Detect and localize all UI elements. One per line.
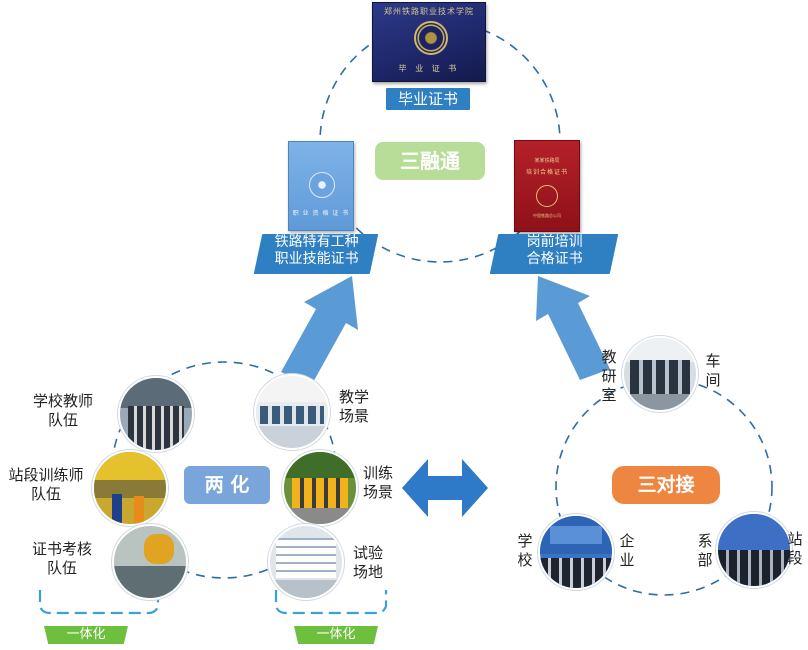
station-label: 站 段 <box>786 530 804 568</box>
vocational-certificate-image: 职 业 资 格 证 书 <box>288 141 354 231</box>
training-scene-photo <box>282 450 358 526</box>
teaching-office-char2: 研 <box>601 367 617 385</box>
training-scene-label: 训练 场景 <box>356 464 400 502</box>
school-char2: 校 <box>517 551 533 569</box>
department-char1: 系 <box>697 532 713 550</box>
certificate-examiners-line1: 证书考核 <box>31 540 92 558</box>
arrow-right-to-top <box>536 276 610 380</box>
training-label-line1: 岗前培训 <box>526 234 583 250</box>
training-certificate-image: 某某铁路局 培训合格证书 中国铁路总公司 <box>514 140 580 232</box>
integration-tab-left: 一体化 <box>44 626 128 644</box>
three-integration-badge: 三融通 <box>375 142 485 180</box>
enterprise-label: 企 业 <box>618 532 636 570</box>
training-label-line2: 合格证书 <box>526 251 583 267</box>
training-cover-line2: 培训合格证书 <box>525 169 568 176</box>
training-scene-line2: 场景 <box>362 483 393 501</box>
training-scene-line1: 训练 <box>362 464 393 482</box>
certificate-examiners-photo <box>112 524 188 600</box>
station-trainers-photo <box>92 450 168 526</box>
teaching-office-label: 教 研 室 <box>600 348 618 405</box>
railway-logo-icon <box>536 185 558 207</box>
integration-tab-right: 一体化 <box>294 626 378 644</box>
school-emblem-icon <box>414 21 448 55</box>
teaching-scene-photo <box>254 374 330 450</box>
workshop-char2: 间 <box>705 371 721 389</box>
double-arrow <box>402 459 488 517</box>
teaching-scene-line2: 场景 <box>338 407 369 425</box>
certificate-examiners-label: 证书考核 队伍 <box>14 540 110 578</box>
training-label-text: 岗前培训 合格证书 <box>495 234 615 268</box>
vocational-label-line2: 职业技能证书 <box>274 251 359 267</box>
school-teachers-photo <box>118 376 194 452</box>
station-trainers-line2: 队伍 <box>30 485 61 503</box>
station-trainers-line1: 站段训练师 <box>8 466 84 484</box>
test-site-label: 试验 场地 <box>346 544 390 582</box>
vocational-cover-title: 职 业 资 格 证 书 <box>292 210 350 217</box>
bracket-left <box>38 590 160 615</box>
school-teachers-line2: 队伍 <box>47 411 78 429</box>
department-station-photo <box>716 512 792 588</box>
training-cover-line3: 中国铁路总公司 <box>533 213 561 218</box>
teaching-scene-label: 教学 场景 <box>332 388 376 426</box>
graduation-cover-title: 毕 业 证 书 <box>398 64 460 73</box>
graduation-certificate-image: 郑州铁路职业技术学院 毕 业 证 书 <box>372 2 486 82</box>
school-teachers-line1: 学校教师 <box>32 392 93 410</box>
test-site-line2: 场地 <box>352 563 383 581</box>
test-site-line1: 试验 <box>352 544 383 562</box>
national-emblem-icon <box>309 172 335 198</box>
station-char2: 段 <box>787 549 803 567</box>
teaching-office-char3: 室 <box>601 386 617 404</box>
graduation-school-name: 郑州铁路职业技术学院 <box>384 7 474 16</box>
school-char1: 学 <box>517 532 533 550</box>
enterprise-char1: 企 <box>619 532 635 550</box>
workshop-char1: 车 <box>705 352 721 370</box>
department-label: 系 部 <box>696 532 714 570</box>
station-char1: 站 <box>787 530 803 548</box>
certificate-examiners-line2: 队伍 <box>46 559 77 577</box>
teaching-office-char1: 教 <box>601 348 617 366</box>
training-cover-line1: 某某铁路局 <box>534 158 560 164</box>
school-teachers-label: 学校教师 队伍 <box>12 392 114 430</box>
test-site-photo <box>268 524 344 600</box>
graduation-label-text: 毕业证书 <box>397 90 458 108</box>
teaching-scene-line1: 教学 <box>338 388 369 406</box>
bracket-right <box>274 590 388 615</box>
workshop-label: 车 间 <box>704 352 722 390</box>
vocational-label-text: 铁路特有工种 职业技能证书 <box>259 234 375 268</box>
station-trainers-label: 站段训练师 队伍 <box>0 466 92 504</box>
department-char2: 部 <box>697 551 713 569</box>
school-label: 学 校 <box>516 532 534 570</box>
two-integration-badge: 两 化 <box>184 466 270 504</box>
school-enterprise-photo <box>538 514 614 590</box>
teaching-office-workshop-photo <box>622 336 698 412</box>
right-dashed-circle <box>555 378 773 596</box>
vocational-certificate-label: 铁路特有工种 职业技能证书 <box>253 234 379 274</box>
training-certificate-label: 岗前培训 合格证书 <box>489 234 619 274</box>
arrow-left-to-top <box>281 276 358 386</box>
enterprise-char2: 业 <box>619 551 635 569</box>
three-docking-badge: 三对接 <box>612 466 720 504</box>
vocational-label-line1: 铁路特有工种 <box>274 234 359 250</box>
graduation-certificate-label: 毕业证书 <box>386 88 470 110</box>
